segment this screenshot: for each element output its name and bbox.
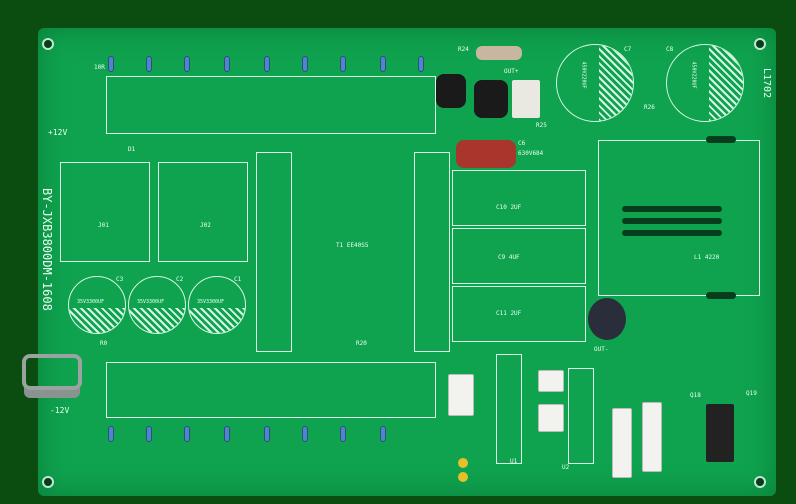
- mounting-hole: [754, 38, 766, 50]
- pcb-board: BY-JXB3800DM-1608 L1702 +12V -12V 10R J0…: [22, 28, 776, 496]
- corner-label: L1702: [761, 68, 772, 99]
- plus12-label: +12V: [48, 128, 68, 137]
- film-capacitor-c6: [456, 140, 516, 168]
- inductor: [474, 80, 508, 118]
- connector: [512, 80, 540, 118]
- j02-outline: [158, 162, 248, 262]
- j01-label: J01: [98, 222, 109, 229]
- capacitor-c8: [666, 44, 744, 122]
- heatsink-outline-top: [106, 76, 436, 134]
- c9-label: C9 4UF: [498, 254, 520, 261]
- l1-outline: [598, 140, 760, 296]
- j01-outline: [60, 162, 150, 262]
- minus12-label: -12V: [50, 406, 70, 415]
- capacitor-c1: 35V3300UF: [188, 276, 246, 334]
- c10-label: C10 2UF: [496, 204, 522, 211]
- t1-label: T1 EE40S5: [336, 242, 369, 249]
- power-resistor-r24: [476, 46, 522, 60]
- mounting-hole: [754, 476, 766, 488]
- part-number: BY-JXB3800DM-1608: [40, 188, 54, 311]
- mounting-hole: [42, 38, 54, 50]
- capacitor-c2: 35V3300UF: [128, 276, 186, 334]
- c11-label: C11 2UF: [496, 310, 522, 317]
- capacitor-c3: 35V3300UF: [68, 276, 126, 334]
- inductor: [436, 74, 466, 108]
- resistor-value: 10R: [94, 64, 105, 71]
- wire-coil: [22, 354, 82, 390]
- mosfet: [706, 404, 734, 462]
- j02-label: J02: [200, 222, 211, 229]
- l1-label: L1 4220: [694, 254, 720, 261]
- output-inductor: [588, 298, 626, 340]
- capacitor-c7: [556, 44, 634, 122]
- mounting-hole: [42, 476, 54, 488]
